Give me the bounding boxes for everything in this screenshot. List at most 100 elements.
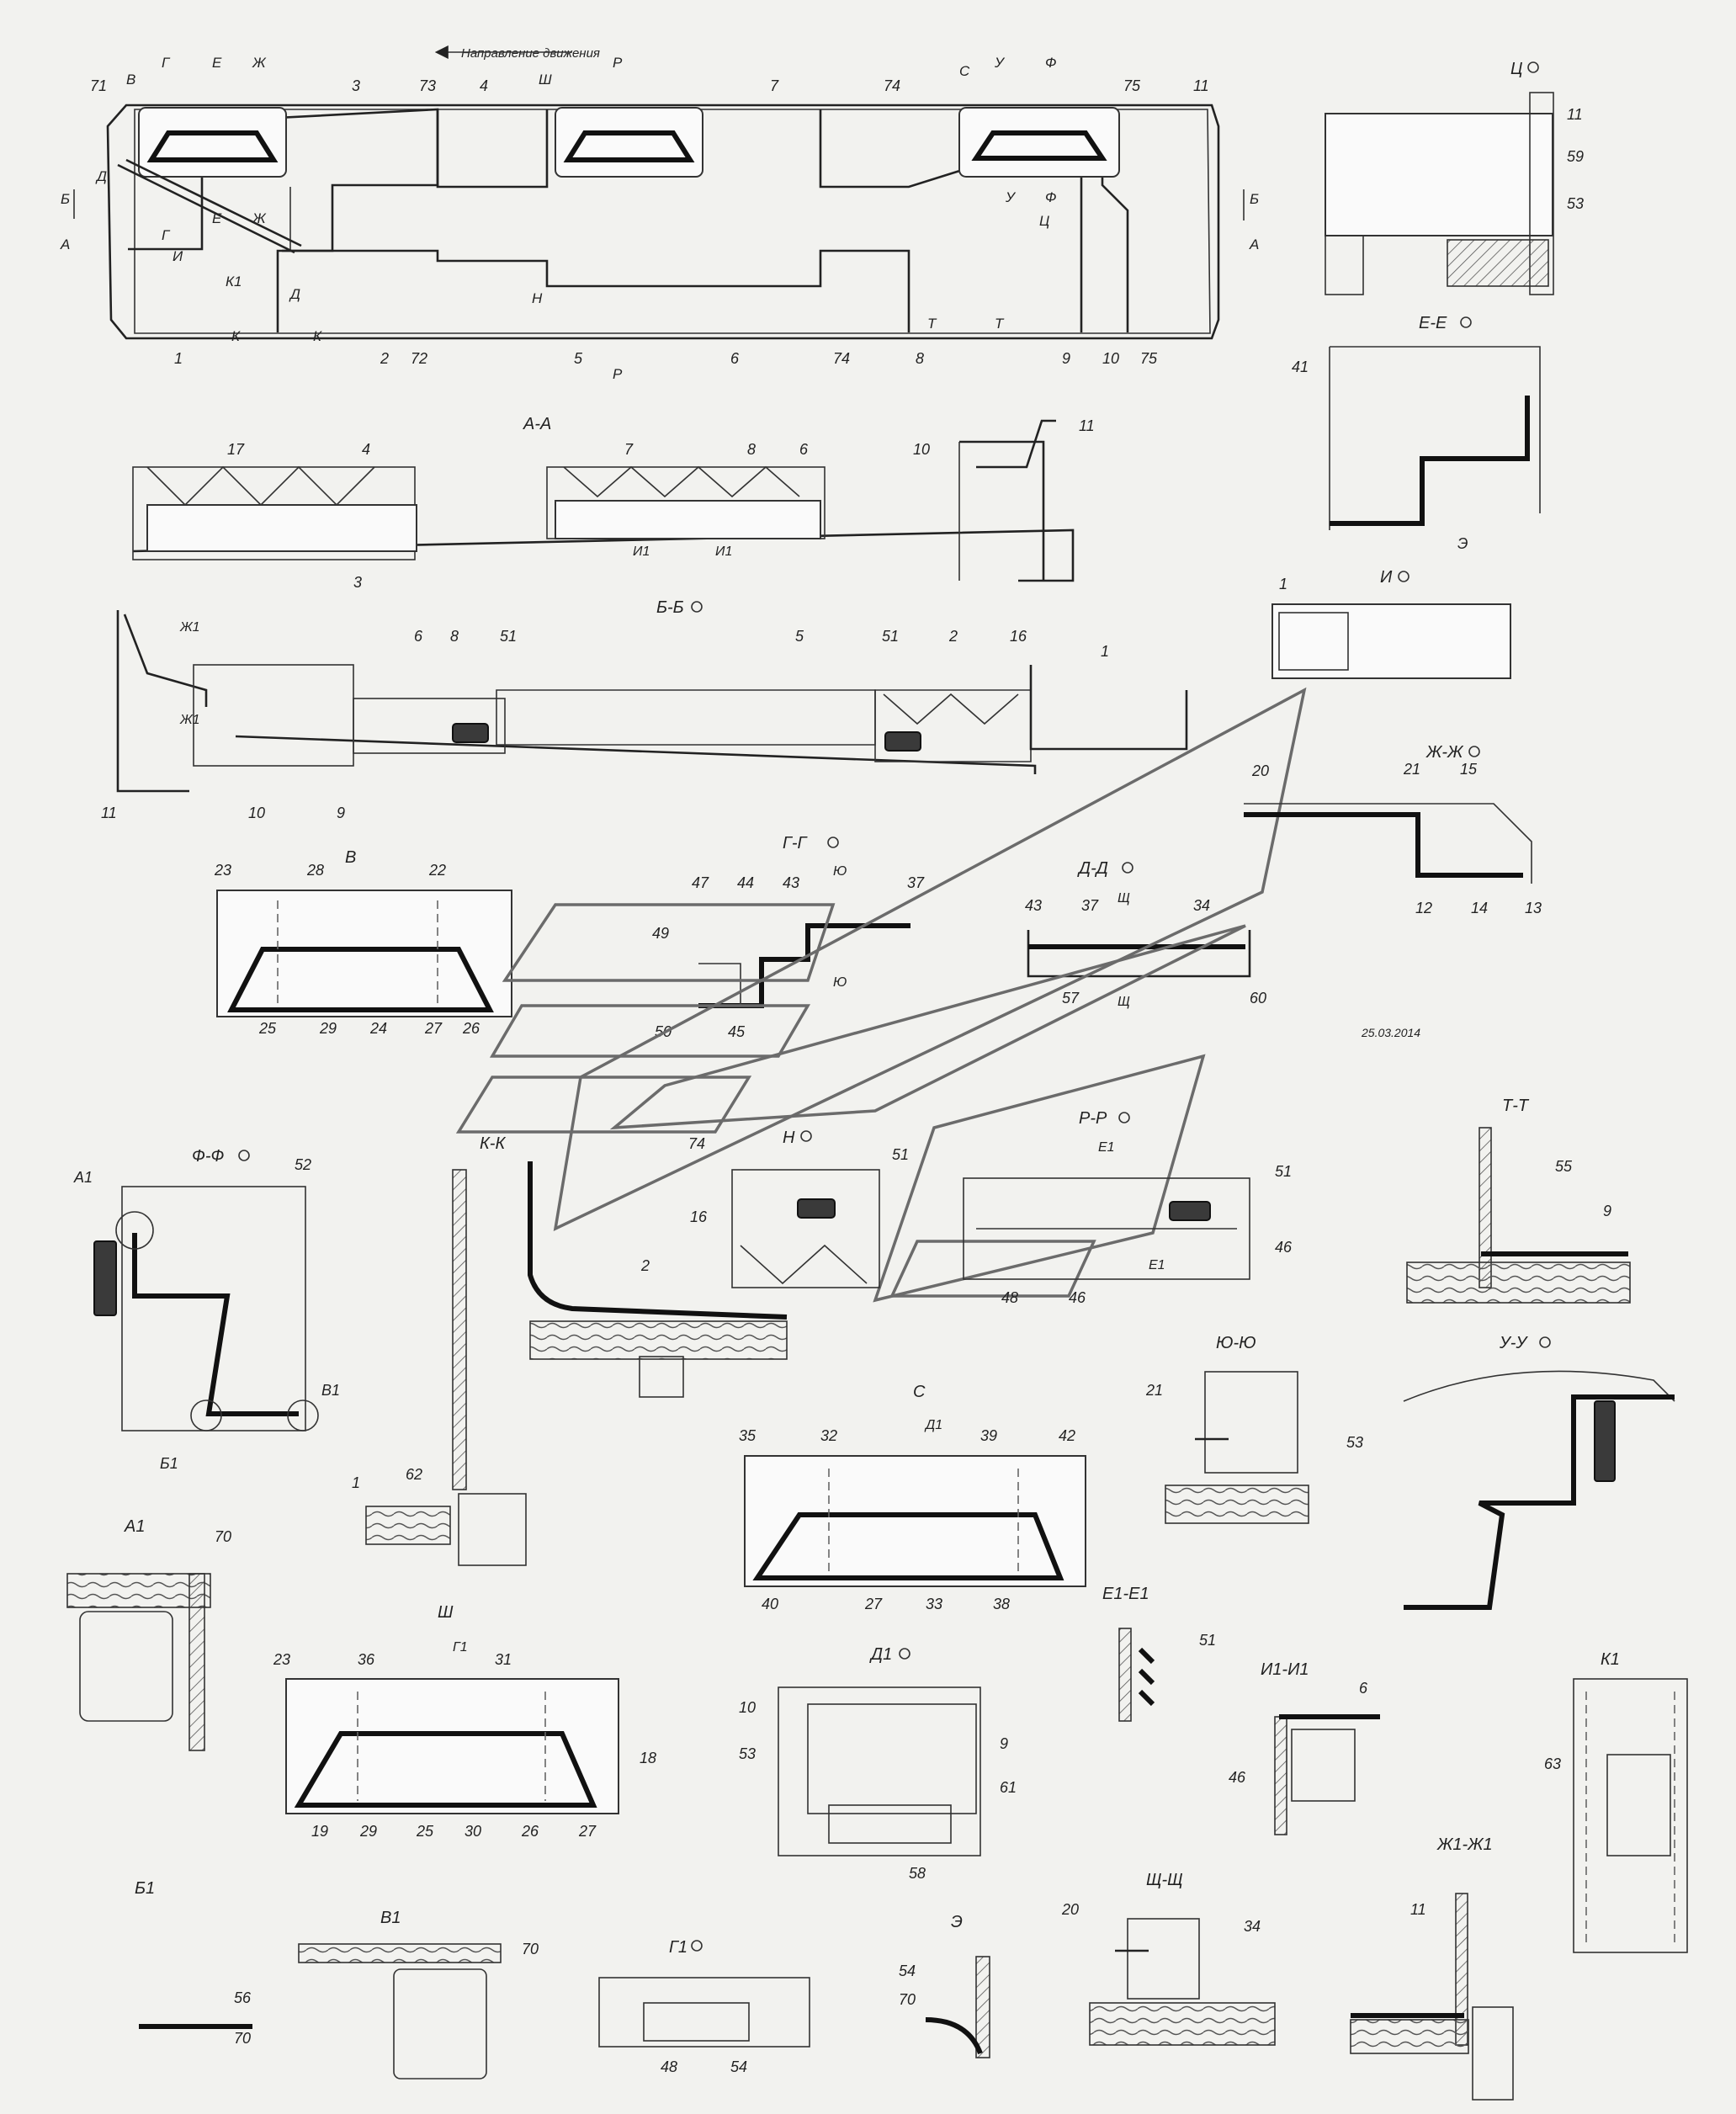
svg-text:34: 34 xyxy=(1193,897,1210,914)
section-ff: Ф-Ф А1 52 В1 Б1 xyxy=(73,1147,340,1472)
svg-text:70: 70 xyxy=(522,1941,539,1957)
section-tt: Т-Т 55 9 xyxy=(1406,1097,1631,1304)
detail-a1: А1 70 xyxy=(66,1517,231,1751)
svg-text:51: 51 xyxy=(882,628,899,645)
window-unit-s xyxy=(958,107,1120,178)
svg-text:45: 45 xyxy=(728,1023,746,1040)
title-dd: Д-Д xyxy=(1077,859,1108,878)
title-aa: А-А xyxy=(523,415,551,433)
title-k1: К1 xyxy=(1601,1650,1620,1669)
svg-text:Е1: Е1 xyxy=(1149,1258,1165,1272)
svg-text:С: С xyxy=(959,63,970,79)
svg-text:51: 51 xyxy=(500,628,517,645)
svg-text:7: 7 xyxy=(624,441,634,458)
title-kk: К-К xyxy=(480,1134,506,1153)
svg-text:46: 46 xyxy=(1069,1289,1086,1306)
svg-text:5: 5 xyxy=(574,350,583,367)
title-a1: А1 xyxy=(124,1517,145,1536)
svg-text:55: 55 xyxy=(1555,1158,1573,1175)
section-ee: Е-Е 41 Э xyxy=(1292,314,1541,552)
svg-text:56: 56 xyxy=(234,1989,252,2006)
svg-text:6: 6 xyxy=(730,350,740,367)
svg-text:Ж1: Ж1 xyxy=(179,713,200,727)
title-b1: Б1 xyxy=(135,1879,155,1898)
svg-text:61: 61 xyxy=(1000,1779,1017,1796)
svg-text:25: 25 xyxy=(258,1020,277,1037)
svg-text:60: 60 xyxy=(1250,990,1266,1007)
section-bb: Б-Б Ж1 Ж1 6 8 51 5 51 2 16 1 11 10 9 xyxy=(101,598,1188,821)
svg-text:В1: В1 xyxy=(321,1382,340,1399)
svg-text:63: 63 xyxy=(1544,1755,1561,1772)
svg-text:23: 23 xyxy=(273,1651,290,1668)
svg-text:30: 30 xyxy=(465,1823,481,1840)
svg-text:Р: Р xyxy=(613,55,623,71)
svg-text:29: 29 xyxy=(319,1020,337,1037)
svg-text:34: 34 xyxy=(1244,1918,1261,1935)
svg-text:11: 11 xyxy=(1079,417,1095,434)
svg-text:6: 6 xyxy=(414,628,423,645)
svg-text:4: 4 xyxy=(480,77,488,94)
view-k1: К1 63 xyxy=(1544,1650,1688,1953)
plan-view: Направление движения xyxy=(60,45,1259,382)
title-tt: Т-Т xyxy=(1502,1097,1530,1115)
view-v: В 23 28 22 25 29 24 27 26 xyxy=(214,848,512,1037)
svg-text:26: 26 xyxy=(462,1020,480,1037)
svg-text:16: 16 xyxy=(1010,628,1027,645)
svg-text:Б1: Б1 xyxy=(160,1455,178,1472)
svg-text:Г1: Г1 xyxy=(453,1640,468,1655)
title-i1i1: И1-И1 xyxy=(1261,1660,1309,1679)
section-e1e1: Е1-Е1 51 xyxy=(1102,1585,1216,1722)
svg-text:Г: Г xyxy=(162,55,171,71)
svg-text:40: 40 xyxy=(762,1596,778,1612)
svg-text:3: 3 xyxy=(353,574,362,591)
svg-text:18: 18 xyxy=(640,1750,656,1766)
svg-text:И: И xyxy=(173,248,183,264)
svg-text:53: 53 xyxy=(1346,1434,1363,1451)
title-ff: Ф-Ф xyxy=(192,1147,225,1166)
view-d1: Д1 10 53 9 61 58 xyxy=(739,1645,1017,1882)
section-uu: У-У 53 xyxy=(1346,1334,1675,1610)
view-g1: Г1 48 54 xyxy=(598,1938,810,2075)
svg-text:38: 38 xyxy=(993,1596,1010,1612)
svg-text:37: 37 xyxy=(1081,897,1099,914)
svg-text:44: 44 xyxy=(737,874,754,891)
svg-text:Т: Т xyxy=(927,316,937,332)
svg-text:1: 1 xyxy=(1101,643,1109,660)
section-shch: Щ-Щ 20 34 xyxy=(1061,1871,1276,2046)
title-e1e1: Е1-Е1 xyxy=(1102,1585,1149,1603)
svg-text:Ц: Ц xyxy=(1039,213,1049,229)
svg-text:2: 2 xyxy=(948,628,958,645)
svg-text:1: 1 xyxy=(174,350,183,367)
view-i: И 1 xyxy=(1271,568,1511,679)
svg-text:У: У xyxy=(994,55,1006,71)
svg-text:6: 6 xyxy=(799,441,809,458)
svg-text:14: 14 xyxy=(1471,900,1488,916)
view-s: С Д1 35 32 39 42 40 27 33 38 xyxy=(739,1383,1086,1612)
svg-text:70: 70 xyxy=(234,2030,251,2047)
svg-text:27: 27 xyxy=(424,1020,443,1037)
svg-text:75: 75 xyxy=(1123,77,1141,94)
svg-text:Д: Д xyxy=(289,286,300,302)
svg-text:19: 19 xyxy=(311,1823,328,1840)
svg-text:6: 6 xyxy=(1359,1680,1368,1697)
title-ee: Е-Е xyxy=(1419,314,1447,332)
svg-text:46: 46 xyxy=(1275,1239,1293,1256)
svg-text:37: 37 xyxy=(907,874,925,891)
svg-text:47: 47 xyxy=(692,874,709,891)
svg-text:53: 53 xyxy=(739,1745,756,1762)
plan-labels: 1 2 3 4 5 6 7 8 9 10 11 71 72 73 74 74 7… xyxy=(90,77,1209,367)
view-n: Н 74 51 16 2 xyxy=(640,1129,909,1288)
svg-text:Е1: Е1 xyxy=(1098,1140,1115,1155)
svg-text:11: 11 xyxy=(1567,106,1583,123)
svg-text:22: 22 xyxy=(428,862,446,879)
direction-label: Направление движения xyxy=(461,46,600,61)
title-e: Э xyxy=(951,1913,963,1931)
svg-text:9: 9 xyxy=(1062,350,1070,367)
svg-text:И1: И1 xyxy=(633,544,650,559)
svg-text:9: 9 xyxy=(1603,1203,1611,1219)
window-unit-sh xyxy=(555,107,703,178)
svg-text:Ф: Ф xyxy=(1045,189,1057,205)
svg-text:Г: Г xyxy=(162,227,171,243)
section-yuyu: Ю-Ю 21 xyxy=(1145,1334,1309,1524)
